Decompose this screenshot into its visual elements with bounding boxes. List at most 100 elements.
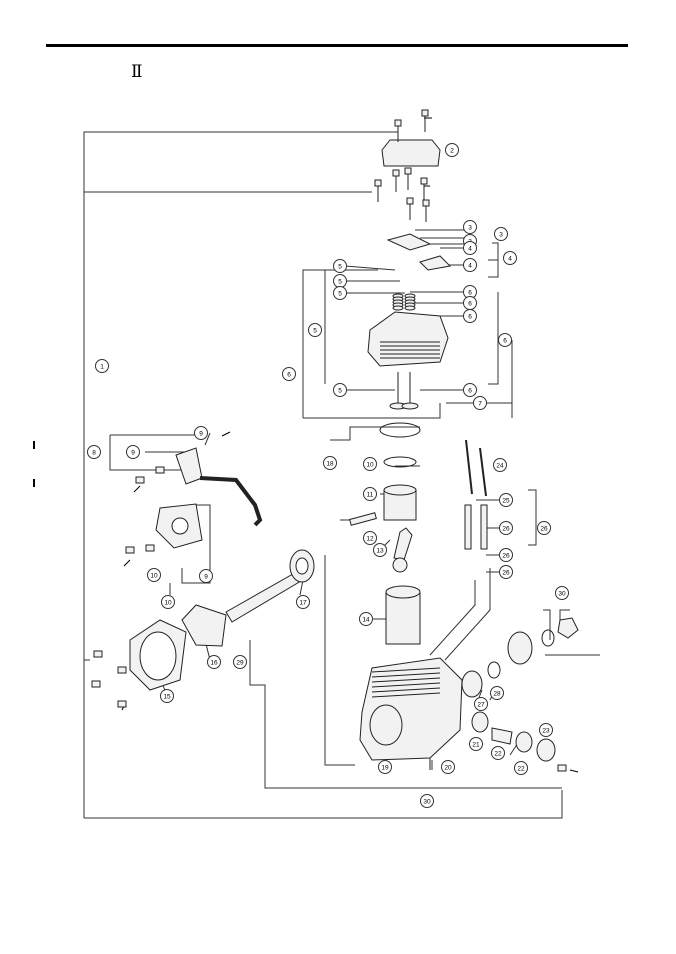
leader-line <box>543 609 551 640</box>
bolt-head <box>420 177 428 185</box>
pointer-arrow <box>221 431 231 437</box>
cylinder-head <box>367 311 449 367</box>
part-callout: 26 <box>537 521 551 535</box>
part-callout: 8 <box>87 445 101 459</box>
callout-number: 19 <box>381 765 389 772</box>
piston-top <box>383 484 417 496</box>
leader-line <box>492 242 499 261</box>
callout-number: 24 <box>496 463 504 470</box>
callout-number: 22 <box>494 751 502 758</box>
margin-mark <box>33 479 35 487</box>
pushrod <box>479 447 487 497</box>
valve-head <box>401 402 419 410</box>
leader-line <box>324 555 355 766</box>
pushrod-tube <box>464 504 472 550</box>
callout-circle <box>539 723 553 737</box>
sleeve-top <box>385 585 421 599</box>
part-callout: 12 <box>363 531 377 545</box>
bearing <box>471 711 489 733</box>
callout-circle <box>499 565 513 579</box>
callout-number: 22 <box>517 766 525 773</box>
hex-nut <box>557 617 579 639</box>
part-callout: 14 <box>359 612 373 626</box>
callout-circle <box>499 521 513 535</box>
callout-number: 26 <box>502 570 510 577</box>
part-callout: 9 <box>126 445 140 459</box>
callout-circle <box>491 746 505 760</box>
callout-number: 6 <box>287 372 291 379</box>
callout-circle <box>420 794 434 808</box>
callout-number: 13 <box>376 548 384 555</box>
callout-number: 28 <box>493 691 501 698</box>
part-callout: 28 <box>490 686 504 700</box>
leader-line <box>84 790 563 819</box>
header-rule <box>46 44 628 47</box>
part-callout: 2 <box>445 143 459 157</box>
callout-number: 4 <box>468 246 472 253</box>
part-callout: 3 <box>494 227 508 241</box>
callout-number: 4 <box>508 256 512 263</box>
part-callout: 6 <box>463 285 477 299</box>
callout-circle <box>296 595 310 609</box>
drive-gear <box>491 727 513 745</box>
callout-circle <box>147 568 161 582</box>
callout-number: 14 <box>362 617 370 624</box>
part-callout: 26 <box>499 548 513 562</box>
callout-number: 15 <box>163 694 171 701</box>
fuel-line <box>199 476 263 527</box>
callout-circle <box>499 548 513 562</box>
callout-number: 10 <box>366 462 374 469</box>
housing-opening <box>139 631 177 681</box>
part-callout: 9 <box>199 569 213 583</box>
pushrod <box>465 439 473 495</box>
callout-circle <box>363 487 377 501</box>
callout-circle <box>323 456 337 470</box>
callout-circle <box>95 359 109 373</box>
callout-number: 9 <box>199 431 203 438</box>
connecting-rod <box>393 527 413 561</box>
part-callout: 22 <box>491 746 505 760</box>
screw <box>135 476 145 484</box>
piston-ring <box>383 456 417 468</box>
valve-spring <box>392 305 404 311</box>
end-cap <box>536 738 556 762</box>
part-callout: 13 <box>373 543 387 557</box>
bearing <box>515 731 533 753</box>
leader-line <box>488 259 499 278</box>
part-callout: 7 <box>473 396 487 410</box>
callout-circle <box>194 426 208 440</box>
callout-circle <box>160 689 174 703</box>
callout-number: 11 <box>367 492 374 499</box>
part-callout: 18 <box>323 456 337 470</box>
part-callout: 4 <box>503 251 517 265</box>
pointer-arrow <box>133 485 141 493</box>
callout-number: 16 <box>210 660 218 667</box>
leader-line <box>488 292 499 385</box>
crankcase-fin <box>371 692 441 698</box>
part-callout: 17 <box>296 595 310 609</box>
bolt-head <box>392 169 400 177</box>
leader-line <box>299 579 304 596</box>
screw <box>117 666 127 674</box>
callout-circle <box>233 655 247 669</box>
drive-pulley <box>507 631 533 665</box>
callout-circle <box>490 686 504 700</box>
part-callout: 10 <box>147 568 161 582</box>
part-callout: 1 <box>95 359 109 373</box>
part-callout: 26 <box>499 521 513 535</box>
part-callout: 6 <box>463 383 477 397</box>
bolt-head <box>421 109 429 117</box>
callout-number: 6 <box>468 301 472 308</box>
callout-number: 29 <box>236 660 244 667</box>
leader-line <box>344 265 396 271</box>
leader-line <box>528 489 537 546</box>
part-callout: 21 <box>469 737 483 751</box>
crankcase-fin <box>371 682 441 688</box>
part-callout: 5 <box>308 323 322 337</box>
callout-circle <box>441 760 455 774</box>
callout-number: 6 <box>503 338 507 345</box>
part-callout: 10 <box>363 457 377 471</box>
margin-mark <box>33 441 35 449</box>
callout-number: 6 <box>468 314 472 321</box>
